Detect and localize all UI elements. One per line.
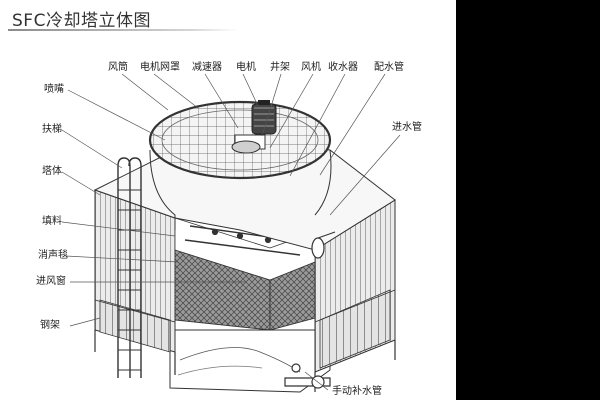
- label-water-collector: 收水器: [328, 62, 358, 73]
- label-well-frame: 井架: [270, 62, 290, 73]
- label-motor: 电机: [236, 62, 256, 73]
- label-air-inlet-window: 进风窗: [36, 276, 66, 287]
- label-distribution-pipe: 配水管: [374, 62, 404, 73]
- label-tower-body: 塔体: [42, 166, 62, 177]
- diagram-title: SFC冷却塔立体图: [12, 11, 151, 31]
- makeup-pipe: [284, 363, 331, 389]
- label-motor-cover: 电机网罩: [140, 62, 180, 73]
- label-fan: 风机: [301, 62, 321, 73]
- label-steel-frame: 钢架: [40, 320, 60, 331]
- label-manual-makeup-pipe: 手动补水管: [332, 386, 382, 397]
- label-silencer-blanket: 消声毯: [38, 250, 68, 261]
- label-fan-duct: 风筒: [108, 62, 128, 73]
- leader-lines: [61, 73, 401, 391]
- label-reducer: 减速器: [192, 62, 222, 73]
- ladder: [117, 157, 142, 378]
- label-fill: 填料: [42, 216, 62, 227]
- title-underline: [8, 29, 238, 31]
- label-inlet-pipe: 进水管: [392, 122, 422, 133]
- label-spray-nozzle: 喷嘴: [44, 84, 64, 95]
- motor-assembly: [231, 100, 277, 154]
- label-ladder: 扶梯: [42, 124, 62, 135]
- inlet-pipe: [311, 231, 336, 259]
- cooling-tower-drawing: [61, 73, 401, 393]
- dark-side-band: [456, 0, 600, 400]
- tower-right-face: [314, 199, 396, 373]
- fill-media: [174, 217, 316, 331]
